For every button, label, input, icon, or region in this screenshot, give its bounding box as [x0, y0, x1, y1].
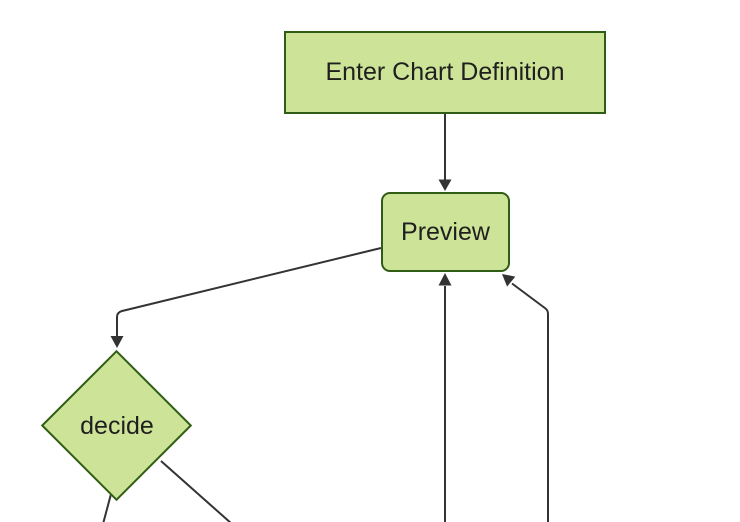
edge-offscreen-to-preview-bottom: [438, 273, 452, 522]
edge-enter-to-preview: [438, 114, 452, 191]
node-decide-label: decide: [80, 412, 154, 440]
edge-preview-to-decide: [110, 247, 382, 348]
edge-offscreen-right-to-preview: [502, 274, 549, 522]
node-enter-chart-definition-label: Enter Chart Definition: [325, 58, 565, 86]
edge-decide-to-offscreen-left: [102, 493, 112, 522]
node-preview-label: Preview: [401, 217, 490, 246]
arrowhead-down-into-decide-top: [110, 336, 124, 348]
arrowhead-up-into-preview-bottom: [438, 273, 452, 286]
node-enter-chart-definition: Enter Chart Definition: [284, 31, 606, 114]
node-preview: Preview: [381, 192, 510, 272]
arrowhead-down-into-preview-top: [438, 179, 452, 191]
arrowhead-diagonal-into-preview-corner: [502, 274, 516, 287]
edge-decide-to-offscreen-right: [160, 460, 232, 522]
